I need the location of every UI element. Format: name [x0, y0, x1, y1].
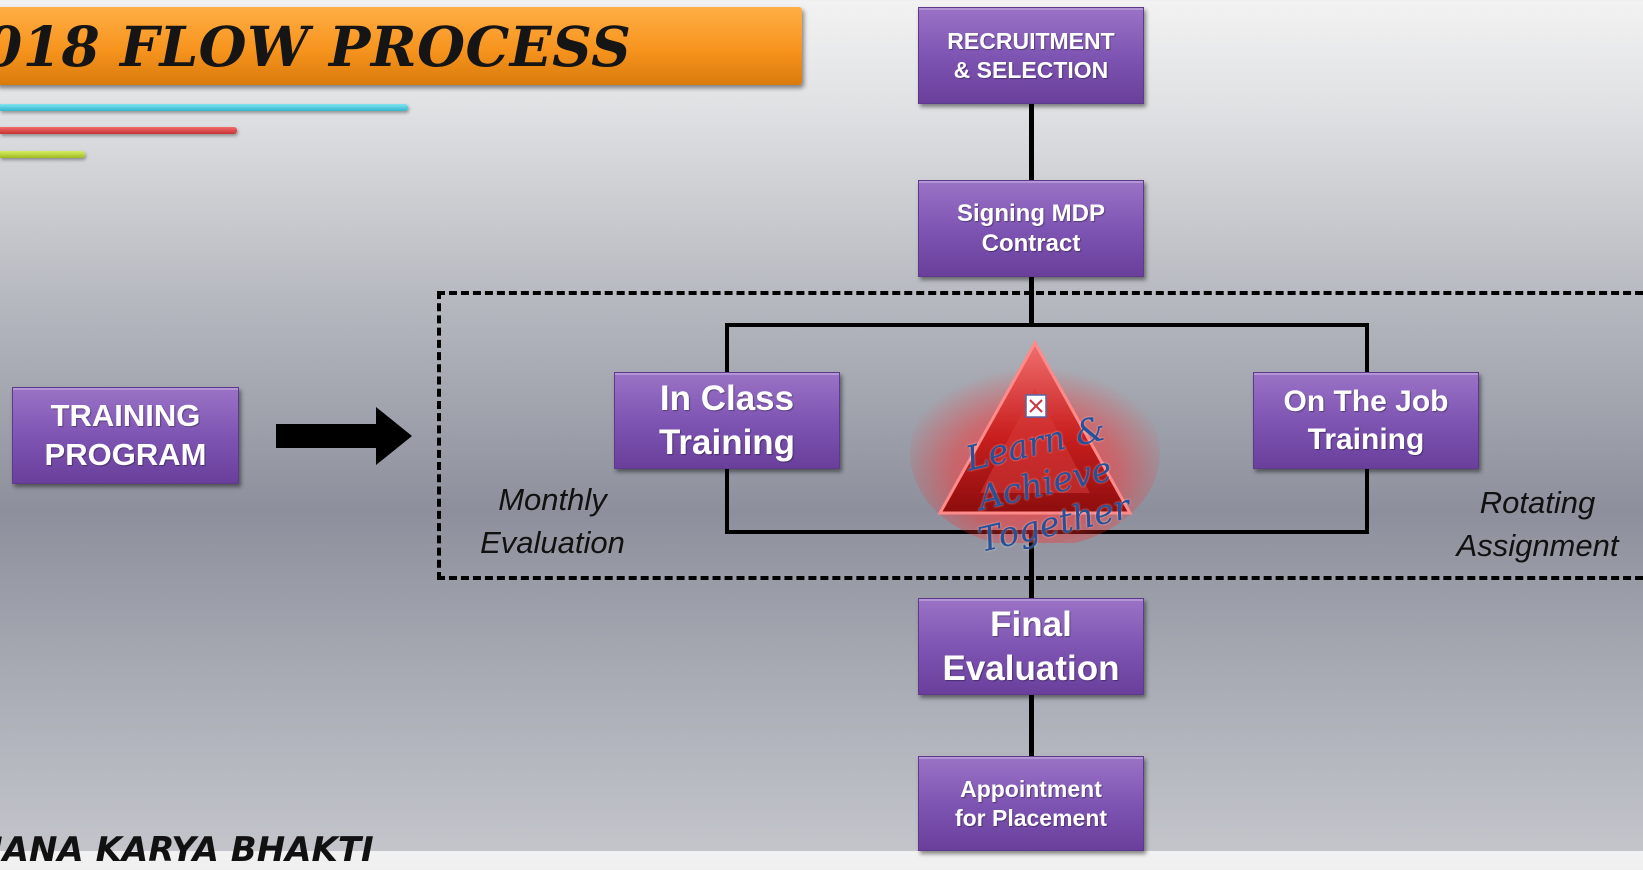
on-the-job-training-label: On The Job Training — [1283, 385, 1449, 456]
connector-rect-final — [1029, 532, 1034, 600]
monthly-evaluation-label: Monthly Evaluation — [480, 482, 625, 560]
footer-motto: JANA KARYA BHAKTI — [0, 830, 374, 870]
in-class-training-label: In Class Training — [658, 378, 796, 462]
red-stripe — [0, 127, 237, 134]
connector-signing-rect — [1029, 276, 1034, 326]
recruitment-selection-box: RECRUITMENT & SELECTION — [918, 7, 1144, 104]
page-title: 018 FLOW PROCESS — [0, 14, 632, 79]
connector-recruit-signing — [1029, 103, 1034, 181]
training-program-box: TRAINING PROGRAM — [12, 387, 239, 484]
title-banner: 018 FLOW PROCESS — [0, 7, 802, 85]
appointment-placement-label: Appointment for Placement — [954, 775, 1108, 831]
appointment-placement-box: Appointment for Placement — [918, 756, 1144, 851]
in-class-training-box: In Class Training — [614, 372, 840, 469]
red-triangle-logo-icon — [910, 339, 1160, 543]
signing-contract-box: Signing MDP Contract — [918, 180, 1144, 277]
final-evaluation-label: Final Evaluation — [942, 604, 1120, 688]
right-arrow-icon — [276, 407, 412, 465]
connector-final-appointment — [1029, 692, 1034, 758]
rotating-assignment-label: Rotating Assignment — [1456, 485, 1619, 563]
green-stripe — [0, 151, 85, 158]
on-the-job-training-box: On The Job Training — [1253, 372, 1479, 469]
recruitment-selection-label: RECRUITMENT & SELECTION — [947, 27, 1115, 83]
training-region — [437, 291, 1643, 580]
final-evaluation-box: Final Evaluation — [918, 598, 1144, 695]
cyan-stripe — [0, 104, 408, 111]
signing-contract-label: Signing MDP Contract — [957, 199, 1105, 257]
training-program-label: TRAINING PROGRAM — [44, 397, 207, 472]
